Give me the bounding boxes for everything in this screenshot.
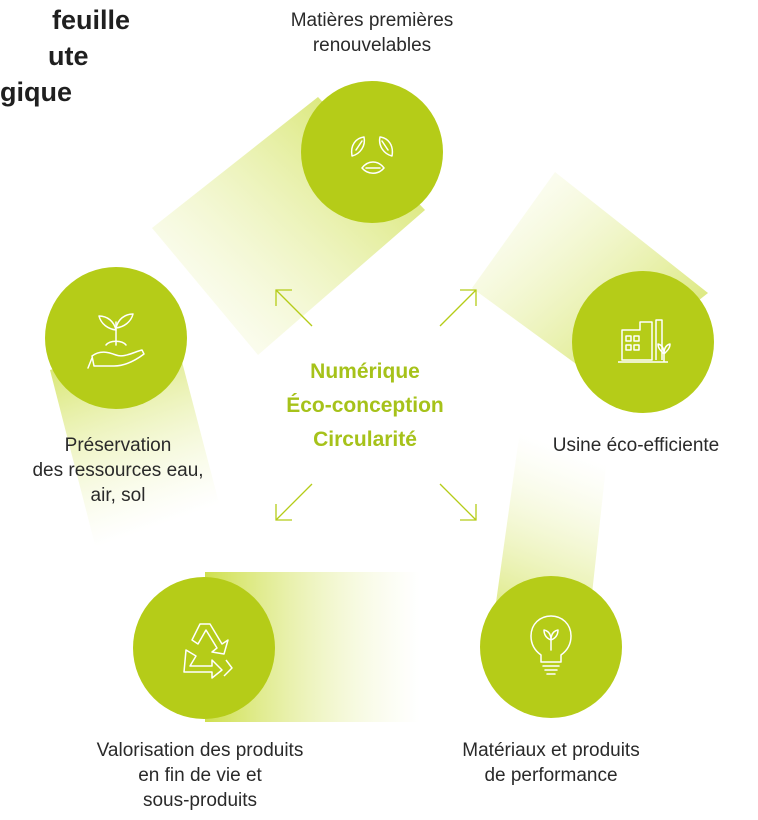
eco-factory-icon [618, 319, 671, 363]
arrow-bottom-left [275, 483, 313, 521]
hand-plant-icon [87, 313, 145, 369]
center-line-3: Circularité [313, 428, 417, 451]
center-line-1: Numérique [310, 360, 420, 383]
arrow-top-right [439, 289, 477, 327]
arrow-bottom-right [439, 483, 477, 521]
recycle-icon [183, 623, 233, 679]
label-materials-line-1: Matériaux et produits [462, 740, 640, 761]
label-valorisation-line-2: en fin de vie et [138, 765, 262, 786]
node-circle-valorisation [133, 577, 275, 719]
label-valorisation: Valorisation des produits en fin de vie … [50, 738, 350, 813]
center-label: Numérique Éco-conception Circularité [255, 355, 475, 457]
label-preservation-line-2: des ressources eau, [32, 460, 204, 481]
page-title-line-1: feuille [51, 5, 130, 35]
label-preservation-line-3: air, sol [90, 485, 146, 506]
lightbulb-leaf-icon [530, 615, 572, 675]
node-circle-raw-materials [301, 81, 443, 223]
center-line-2: Éco-conception [286, 394, 444, 417]
label-raw-materials-line-1: Matières premières [290, 10, 454, 31]
page-title-line-3: gique [0, 77, 72, 107]
leaves-cycle-icon [350, 136, 394, 174]
page-title-line-2: ute [48, 41, 89, 71]
label-valorisation-line-3: sous-produits [142, 790, 258, 811]
label-materials: Matériaux et produits de performance [412, 738, 690, 788]
label-materials-line-2: de performance [484, 765, 618, 786]
label-factory-line-1: Usine éco-efficiente [552, 435, 720, 456]
label-preservation: Préservation des ressources eau, air, so… [0, 433, 236, 508]
label-raw-materials: Matières premières renouvelables [252, 8, 492, 58]
label-raw-materials-line-2: renouvelables [312, 35, 432, 56]
label-preservation-line-1: Préservation [64, 435, 172, 456]
label-factory: Usine éco-efficiente [520, 433, 752, 458]
arrow-top-left [275, 289, 313, 327]
node-circle-factory [572, 271, 714, 413]
page-title: feuille ute gique [0, 2, 130, 110]
label-valorisation-line-1: Valorisation des produits [96, 740, 304, 761]
